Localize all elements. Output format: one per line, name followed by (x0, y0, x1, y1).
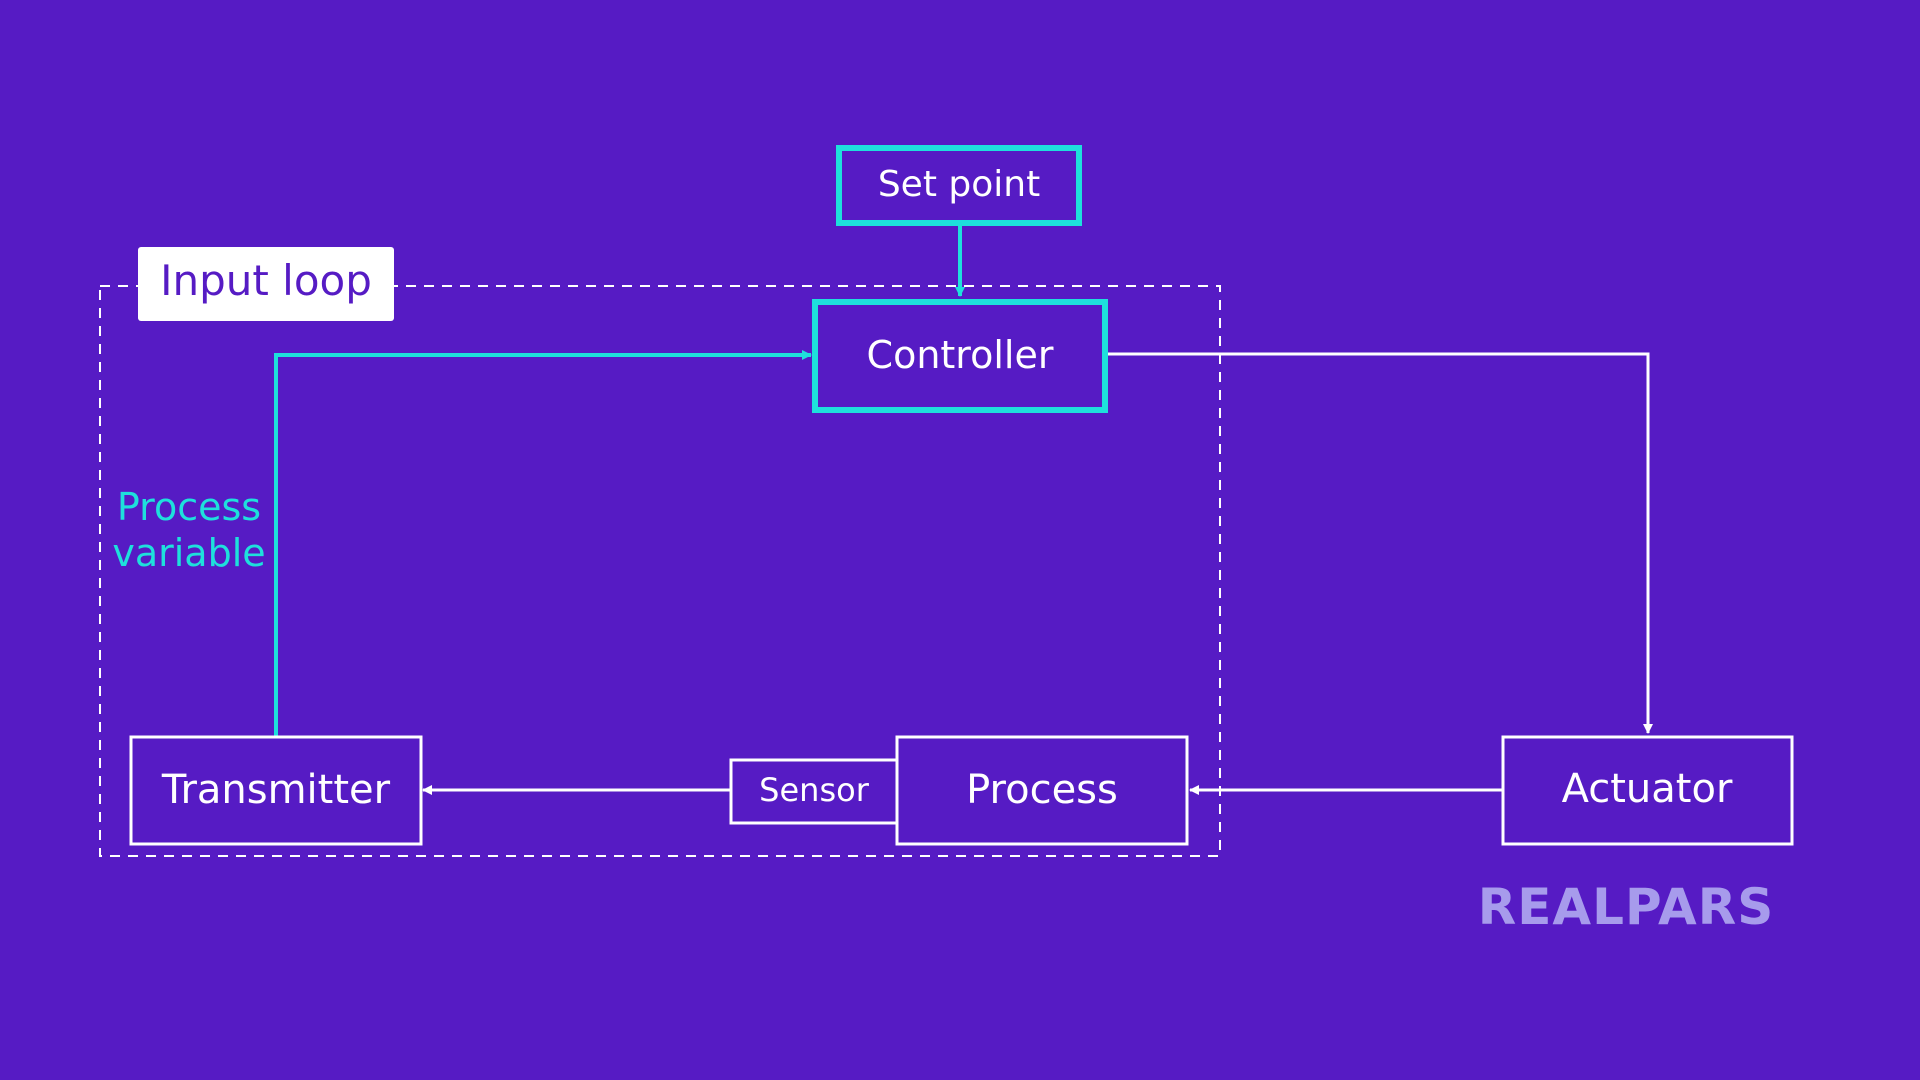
transmitter-label: Transmitter (161, 767, 391, 813)
input-loop-label-text: Input loop (160, 256, 372, 305)
set-point-label: Set point (878, 164, 1040, 205)
set-point-node: Set point (836, 145, 1082, 226)
process-node: Process (895, 735, 1189, 846)
process-variable-label: Process variable (112, 485, 265, 575)
input-loop-boundary (99, 285, 1221, 857)
realpars-logo: REALPARS (1477, 878, 1775, 936)
actuator-node: Actuator (1501, 735, 1794, 846)
sensor-node: Sensor (729, 758, 899, 825)
actuator-label: Actuator (1562, 766, 1733, 812)
process-label: Process (966, 767, 1118, 813)
arrow-transmitter-to-controller (274, 350, 812, 736)
process-variable-label-line2: variable (112, 531, 265, 575)
arrow-controller-to-actuator (1106, 352, 1653, 734)
controller-node: Controller (812, 299, 1108, 413)
sensor-label: Sensor (759, 771, 870, 809)
controller-label: Controller (867, 333, 1054, 377)
input-loop-label: Input loop (138, 247, 394, 321)
transmitter-node: Transmitter (129, 735, 423, 846)
process-variable-label-line1: Process (117, 485, 261, 529)
